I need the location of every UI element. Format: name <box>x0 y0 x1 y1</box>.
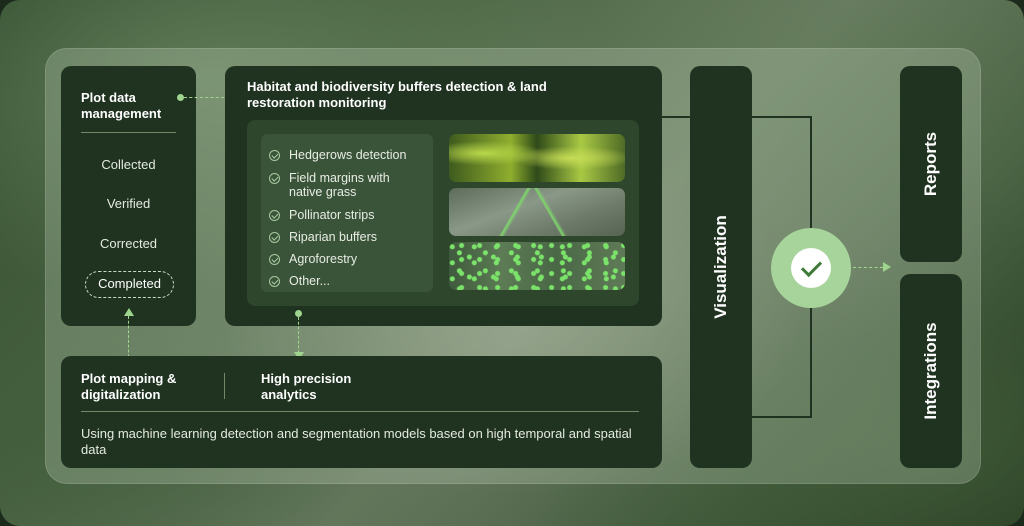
title-separator <box>224 373 225 399</box>
dashed-line-habitat-analytics <box>298 317 299 353</box>
arrow-head-mapping-completed <box>124 308 134 316</box>
reports-panel: Reports <box>900 66 962 262</box>
arrow-head-check-outputs <box>883 262 891 272</box>
list-item-riparian: Riparian buffers <box>269 230 429 244</box>
list-item-label: Pollinator strips <box>289 208 375 222</box>
dashed-line-mapping-completed <box>128 316 129 362</box>
arrow-dot-habitat-analytics <box>295 310 302 317</box>
check-circle-icon <box>269 276 280 287</box>
check-circle-icon <box>269 173 280 184</box>
habitat-detection-panel: Habitat and biodiversity buffers detecti… <box>225 66 662 326</box>
check-circle-icon <box>269 254 280 265</box>
plot-data-management-panel: Plot data management Collected Verified … <box>61 66 196 326</box>
habitat-title: Habitat and biodiversity buffers detecti… <box>247 79 547 110</box>
checkmark-icon <box>791 248 831 288</box>
status-verified: Verified <box>106 196 151 211</box>
status-corrected: Corrected <box>99 236 158 251</box>
list-item-hedgerows: Hedgerows detection <box>269 148 429 162</box>
plot-mapping-title: Plot mapping & digitalization <box>81 371 177 402</box>
plot-data-title: Plot data management <box>81 90 162 121</box>
analytics-panel: Plot mapping & digitalization High preci… <box>61 356 662 468</box>
status-collected: Collected <box>101 157 156 172</box>
connector-visual-bottom <box>752 416 812 418</box>
list-item-label: Field margins with native grass <box>289 171 390 199</box>
connector-habitat-visual <box>662 116 690 118</box>
dashed-line-plot-habitat <box>184 97 224 98</box>
check-circle <box>771 228 851 308</box>
satellite-thumbnail-agroforestry <box>449 242 625 290</box>
check-circle-icon <box>269 210 280 221</box>
dashed-line-check-outputs <box>853 267 883 268</box>
status-completed: Completed <box>85 271 174 298</box>
plot-data-divider <box>81 132 176 133</box>
analytics-description: Using machine learning detection and seg… <box>81 426 632 457</box>
list-item-field-margins: Field margins with native grass <box>269 171 409 199</box>
check-circle-icon <box>269 232 280 243</box>
habitat-list: Hedgerows detection Field margins with n… <box>261 134 433 292</box>
check-circle-icon <box>269 150 280 161</box>
list-item-pollinator: Pollinator strips <box>269 208 429 222</box>
arrow-dot-plot-habitat <box>177 94 184 101</box>
list-item-label: Riparian buffers <box>289 230 378 244</box>
list-item-label: Agroforestry <box>289 252 358 266</box>
reports-label: Reports <box>921 131 940 197</box>
connector-visual-top <box>752 116 812 118</box>
integrations-panel: Integrations <box>900 274 962 468</box>
list-item-agroforestry: Agroforestry <box>269 252 429 266</box>
list-item-other: Other... <box>269 274 429 288</box>
satellite-thumbnail-hedgerows <box>449 134 625 182</box>
list-item-label: Other... <box>289 274 330 288</box>
habitat-content-box: Hedgerows detection Field margins with n… <box>247 120 639 306</box>
integrations-label: Integrations <box>921 322 940 420</box>
list-item-label: Hedgerows detection <box>289 148 407 162</box>
satellite-thumbnail-field-margins <box>449 188 625 236</box>
high-precision-title: High precision analytics <box>261 371 352 402</box>
visualization-label: Visualization <box>711 215 730 319</box>
visualization-panel: Visualization <box>690 66 752 468</box>
analytics-divider <box>81 411 639 412</box>
